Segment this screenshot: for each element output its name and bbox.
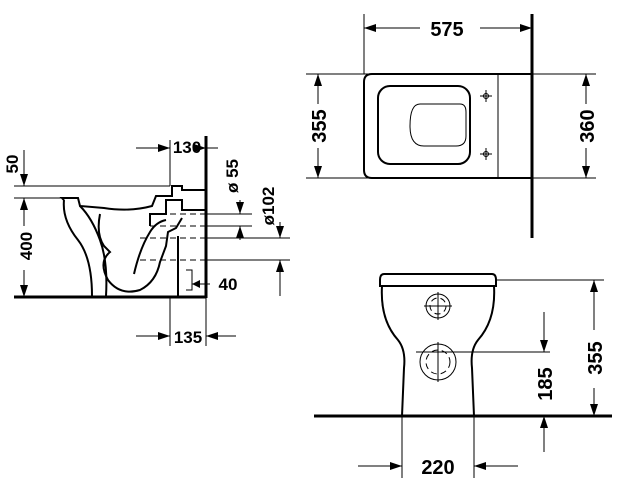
top-view-outline bbox=[363, 73, 533, 179]
dim-top-left-depth: 355 bbox=[309, 109, 331, 142]
top-view-seat bbox=[377, 85, 471, 165]
dim-top-right-depth: 360 bbox=[577, 109, 599, 142]
side-view-front bbox=[62, 199, 93, 297]
front-view-body bbox=[380, 285, 496, 417]
dim-side-pipe-small: ø 55 bbox=[223, 159, 242, 193]
fixing-point-top bbox=[480, 90, 492, 102]
dim-side-height: 400 bbox=[17, 232, 36, 260]
front-view-seat bbox=[379, 273, 497, 287]
dim-top-width: 575 bbox=[430, 19, 463, 41]
side-view: 50 400 130 ø 55 ø102 40 bbox=[3, 136, 290, 347]
dim-front-total-height: 355 bbox=[585, 341, 607, 374]
front-view: 185 355 220 bbox=[314, 273, 612, 479]
dim-side-rear-top: 130 bbox=[173, 138, 201, 157]
side-view-trap-inner bbox=[133, 219, 167, 275]
side-view-inner-front bbox=[79, 205, 108, 297]
top-view: 575 355 360 bbox=[306, 14, 599, 238]
dim-side-pipe-large: ø102 bbox=[259, 187, 278, 226]
front-view-outlet-upper bbox=[424, 292, 452, 320]
front-view-outlet-lower bbox=[416, 342, 550, 382]
dim-side-bottom-width: 135 bbox=[174, 328, 202, 347]
dim-front-base-width: 220 bbox=[421, 457, 454, 479]
dim-side-floor-offset: 40 bbox=[219, 275, 238, 294]
side-view-foot bbox=[186, 269, 193, 291]
top-view-bowl-opening bbox=[409, 103, 467, 147]
side-view-rim bbox=[59, 185, 206, 211]
dim-front-outlet-height: 185 bbox=[535, 367, 557, 400]
dim-side-top-offset: 50 bbox=[3, 155, 22, 174]
fixing-point-bottom bbox=[480, 148, 492, 160]
